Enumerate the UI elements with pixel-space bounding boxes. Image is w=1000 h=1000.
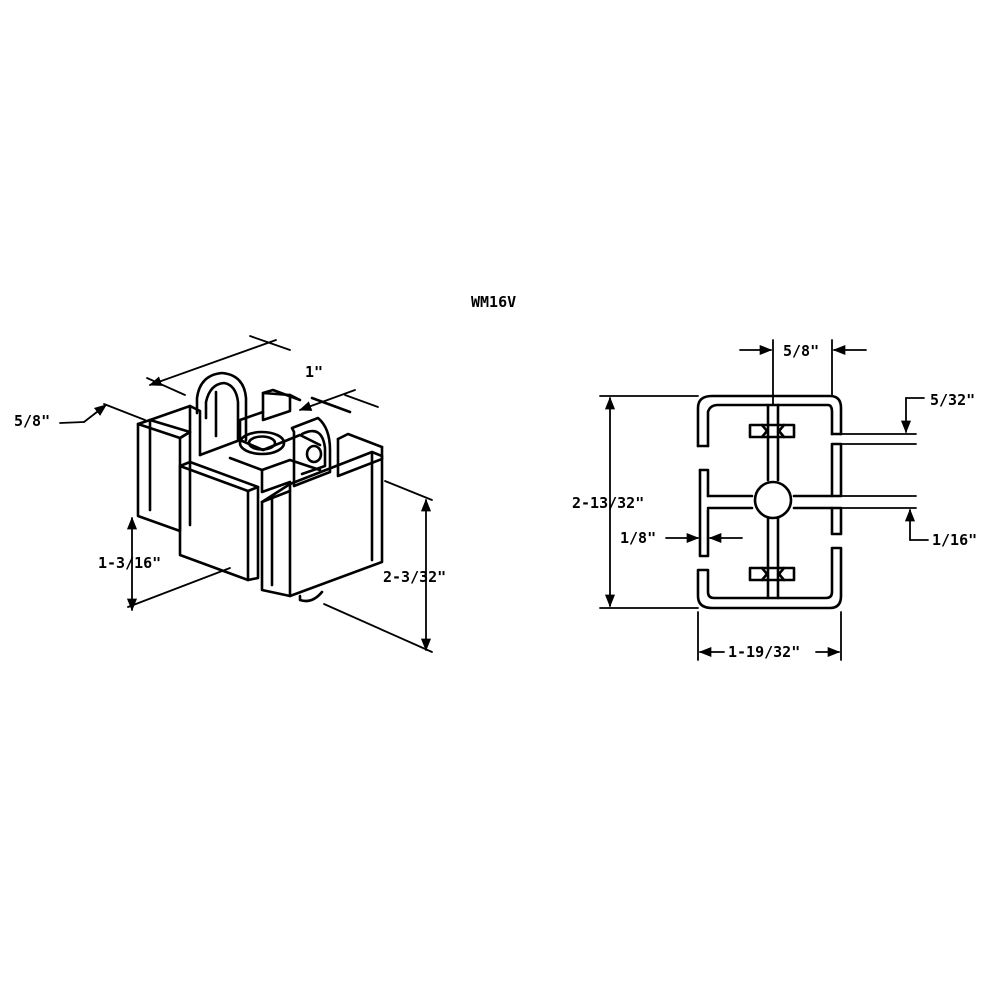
section-dim-top-width: 5/8" [783, 342, 819, 360]
iso-dim-slot-height: 1-3/16" [98, 554, 161, 572]
section-dim-height: 2-13/32" [572, 494, 644, 512]
section-dim-width: 1-19/32" [728, 643, 800, 661]
section-view: 5/8" 5/32" 1/16" 2-13/32" 1/8" 1-19/32" [572, 339, 977, 661]
section-dim-slot-width: 1/8" [620, 529, 656, 547]
iso-dim-height: 2-3/32" [383, 568, 446, 586]
section-dim-slot-bottom: 1/16" [932, 531, 977, 549]
isometric-view: 1" 5/8" 1-3/16" 2-3/32" [14, 335, 446, 653]
iso-dim-depth: 5/8" [14, 412, 50, 430]
section-dim-slot-top: 5/32" [930, 391, 975, 409]
iso-dim-width: 1" [305, 363, 323, 381]
drawing-title: WM16V [471, 293, 516, 311]
